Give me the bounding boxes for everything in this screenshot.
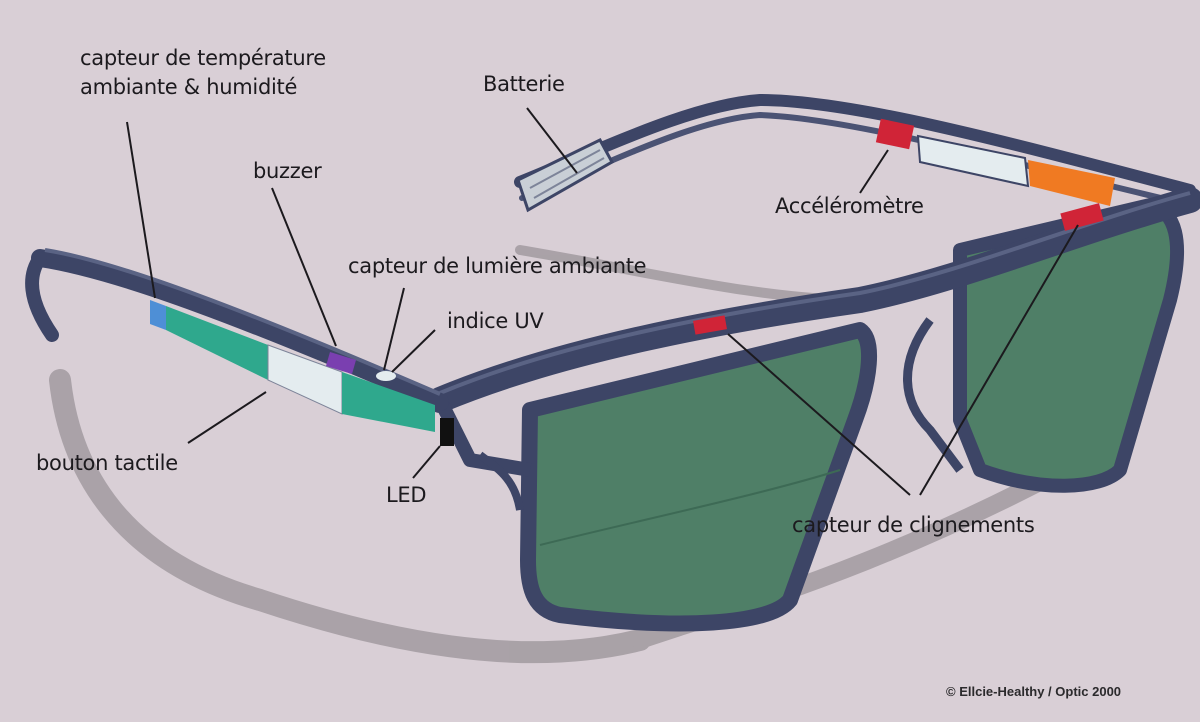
label-uv-index: indice UV [447,309,544,333]
leader-lines [126,107,1079,496]
label-battery: Batterie [483,72,565,96]
label-touch-button: bouton tactile [36,451,178,475]
image-credit: © Ellcie-Healthy / Optic 2000 [946,684,1122,699]
label-temperature-humidity: capteur de température ambiante & humidi… [80,46,326,99]
front-temple [25,248,454,446]
accelerometer-marker [875,118,915,150]
led-marker [440,418,454,446]
light-sensor-marker [376,371,396,381]
temperature-sensor-marker [150,300,166,330]
label-accelerometer: Accéléromètre [775,194,924,218]
blink-sensor-marker-left [693,315,727,335]
label-ambient-light: capteur de lumière ambiante [348,254,647,278]
buzzer-marker [326,352,356,374]
front-lens [520,322,877,632]
label-buzzer: buzzer [253,159,322,183]
blink-sensor-marker-right [1060,203,1104,231]
label-blink-sensor: capteur de clignements [792,513,1035,537]
label-led: LED [386,483,427,507]
rear-temple [514,93,1196,213]
top-bar [427,187,1200,413]
